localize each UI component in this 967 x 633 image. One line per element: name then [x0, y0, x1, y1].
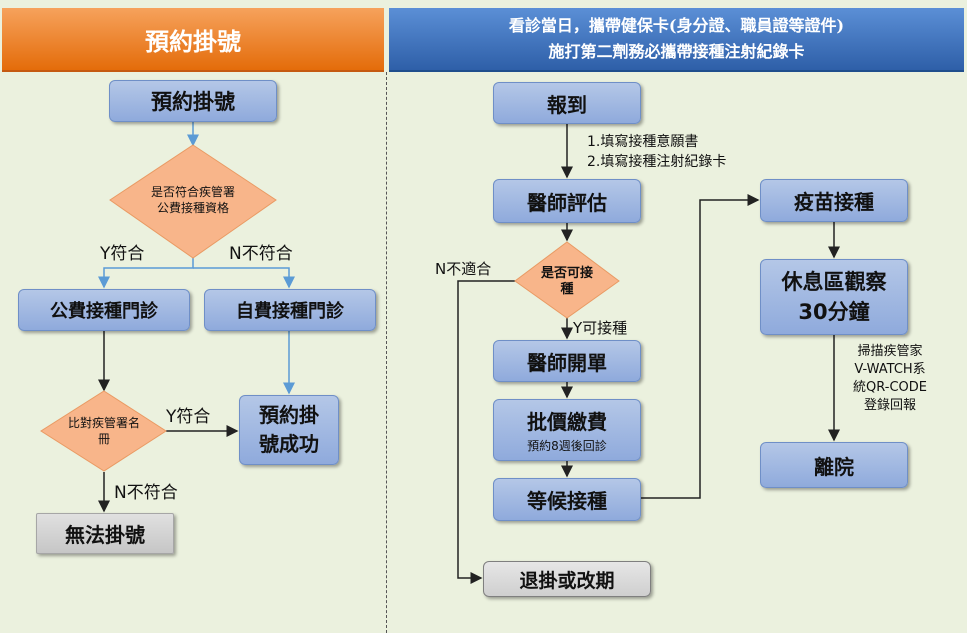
pay-note: 預約8週後回診 — [527, 439, 607, 453]
eval-label: 醫師評估 — [527, 190, 607, 215]
yes-label: Y符合 — [100, 244, 145, 264]
can-vaccinate-label: 是否可接種 — [540, 266, 593, 297]
arrow-yes-to-public — [98, 258, 194, 289]
compare-diamond — [40, 390, 167, 472]
arrow-not-suitable-to-cancel — [457, 280, 515, 584]
can-vaccinate-diamond — [514, 241, 620, 319]
eval-box: 醫師評估 — [493, 179, 641, 223]
scan-line4: 登錄回報 — [863, 398, 916, 413]
left-header-title: 預約掛號 — [145, 26, 241, 56]
checkin-label: 報到 — [547, 92, 587, 117]
self-paid-clinic-box: 自費接種門診 — [204, 289, 376, 331]
arrow-wait-to-vaccinate — [641, 194, 760, 499]
wait-label: 等候接種 — [527, 489, 607, 513]
rest-box: 休息區觀察 30分鐘 — [760, 259, 908, 335]
eligibility-diamond — [109, 144, 277, 259]
vaccinate-label: 疫苗接種 — [794, 190, 874, 214]
wait-box: 等候接種 — [493, 478, 641, 521]
right-header-line1: 看診當日，攜帶健保卡(身分證、職員證等證件) — [508, 16, 845, 35]
rest-label-line1: 休息區觀察 — [781, 270, 887, 294]
pay-box: 批價繳費 預約8週後回診 — [493, 399, 641, 461]
public-clinic-box: 公費接種門診 — [18, 289, 190, 331]
leave-label: 離院 — [814, 454, 854, 479]
success-label: 預約掛號成功 — [259, 403, 319, 456]
leave-box: 離院 — [760, 442, 908, 488]
reserve-box: 預約掛號 — [109, 80, 277, 122]
eligibility-label: 是否符合疾管署公費接種資格 — [150, 185, 235, 215]
scan-line3: 統QR-CODE — [853, 380, 927, 395]
self-paid-clinic-label: 自費接種門診 — [236, 301, 344, 322]
can-yes-label: Y可接種 — [573, 319, 628, 337]
cancel-label: 退掛或改期 — [519, 569, 615, 592]
left-header: 預約掛號 — [2, 8, 384, 72]
vaccinate-box: 疫苗接種 — [760, 179, 908, 222]
public-clinic-label: 公費接種門診 — [50, 301, 158, 322]
section-divider — [386, 72, 387, 633]
step2-text: 2.填寫接種注射紀錄卡 — [587, 154, 727, 170]
scan-note: 掃描疾管家 V-WATCH系 統QR-CODE 登錄回報 — [838, 343, 942, 415]
success-box: 預約掛號成功 — [239, 395, 339, 465]
right-header-line2: 施打第二劑務必攜帶接種注射紀錄卡 — [548, 42, 805, 61]
scan-line2: V-WATCH系 — [854, 362, 926, 377]
compare-yes-label: Y符合 — [166, 407, 211, 427]
right-header: 看診當日，攜帶健保卡(身分證、職員證等證件) 施打第二劑務必攜帶接種注射紀錄卡 — [389, 8, 964, 72]
rest-label-line2: 30分鐘 — [798, 300, 870, 324]
cannot-box: 無法掛號 — [36, 513, 174, 554]
pay-label: 批價繳費 — [527, 410, 607, 434]
step1-text: 1.填寫接種意願書 — [587, 134, 699, 150]
not-suitable-label: N不適合 — [435, 260, 492, 278]
compare-list-label: 比對疾管署名冊 — [67, 416, 140, 446]
no-label: N不符合 — [229, 244, 293, 264]
prescribe-box: 醫師開單 — [493, 340, 641, 382]
compare-no-label: N不符合 — [114, 483, 178, 503]
scan-line1: 掃描疾管家 — [857, 344, 923, 359]
arrow-no-to-selfpaid — [193, 267, 295, 289]
cancel-box: 退掛或改期 — [483, 561, 651, 597]
checkin-box: 報到 — [493, 82, 641, 124]
prescribe-label: 醫師開單 — [527, 350, 607, 375]
reserve-label: 預約掛號 — [151, 90, 235, 114]
cannot-label: 無法掛號 — [65, 523, 145, 547]
